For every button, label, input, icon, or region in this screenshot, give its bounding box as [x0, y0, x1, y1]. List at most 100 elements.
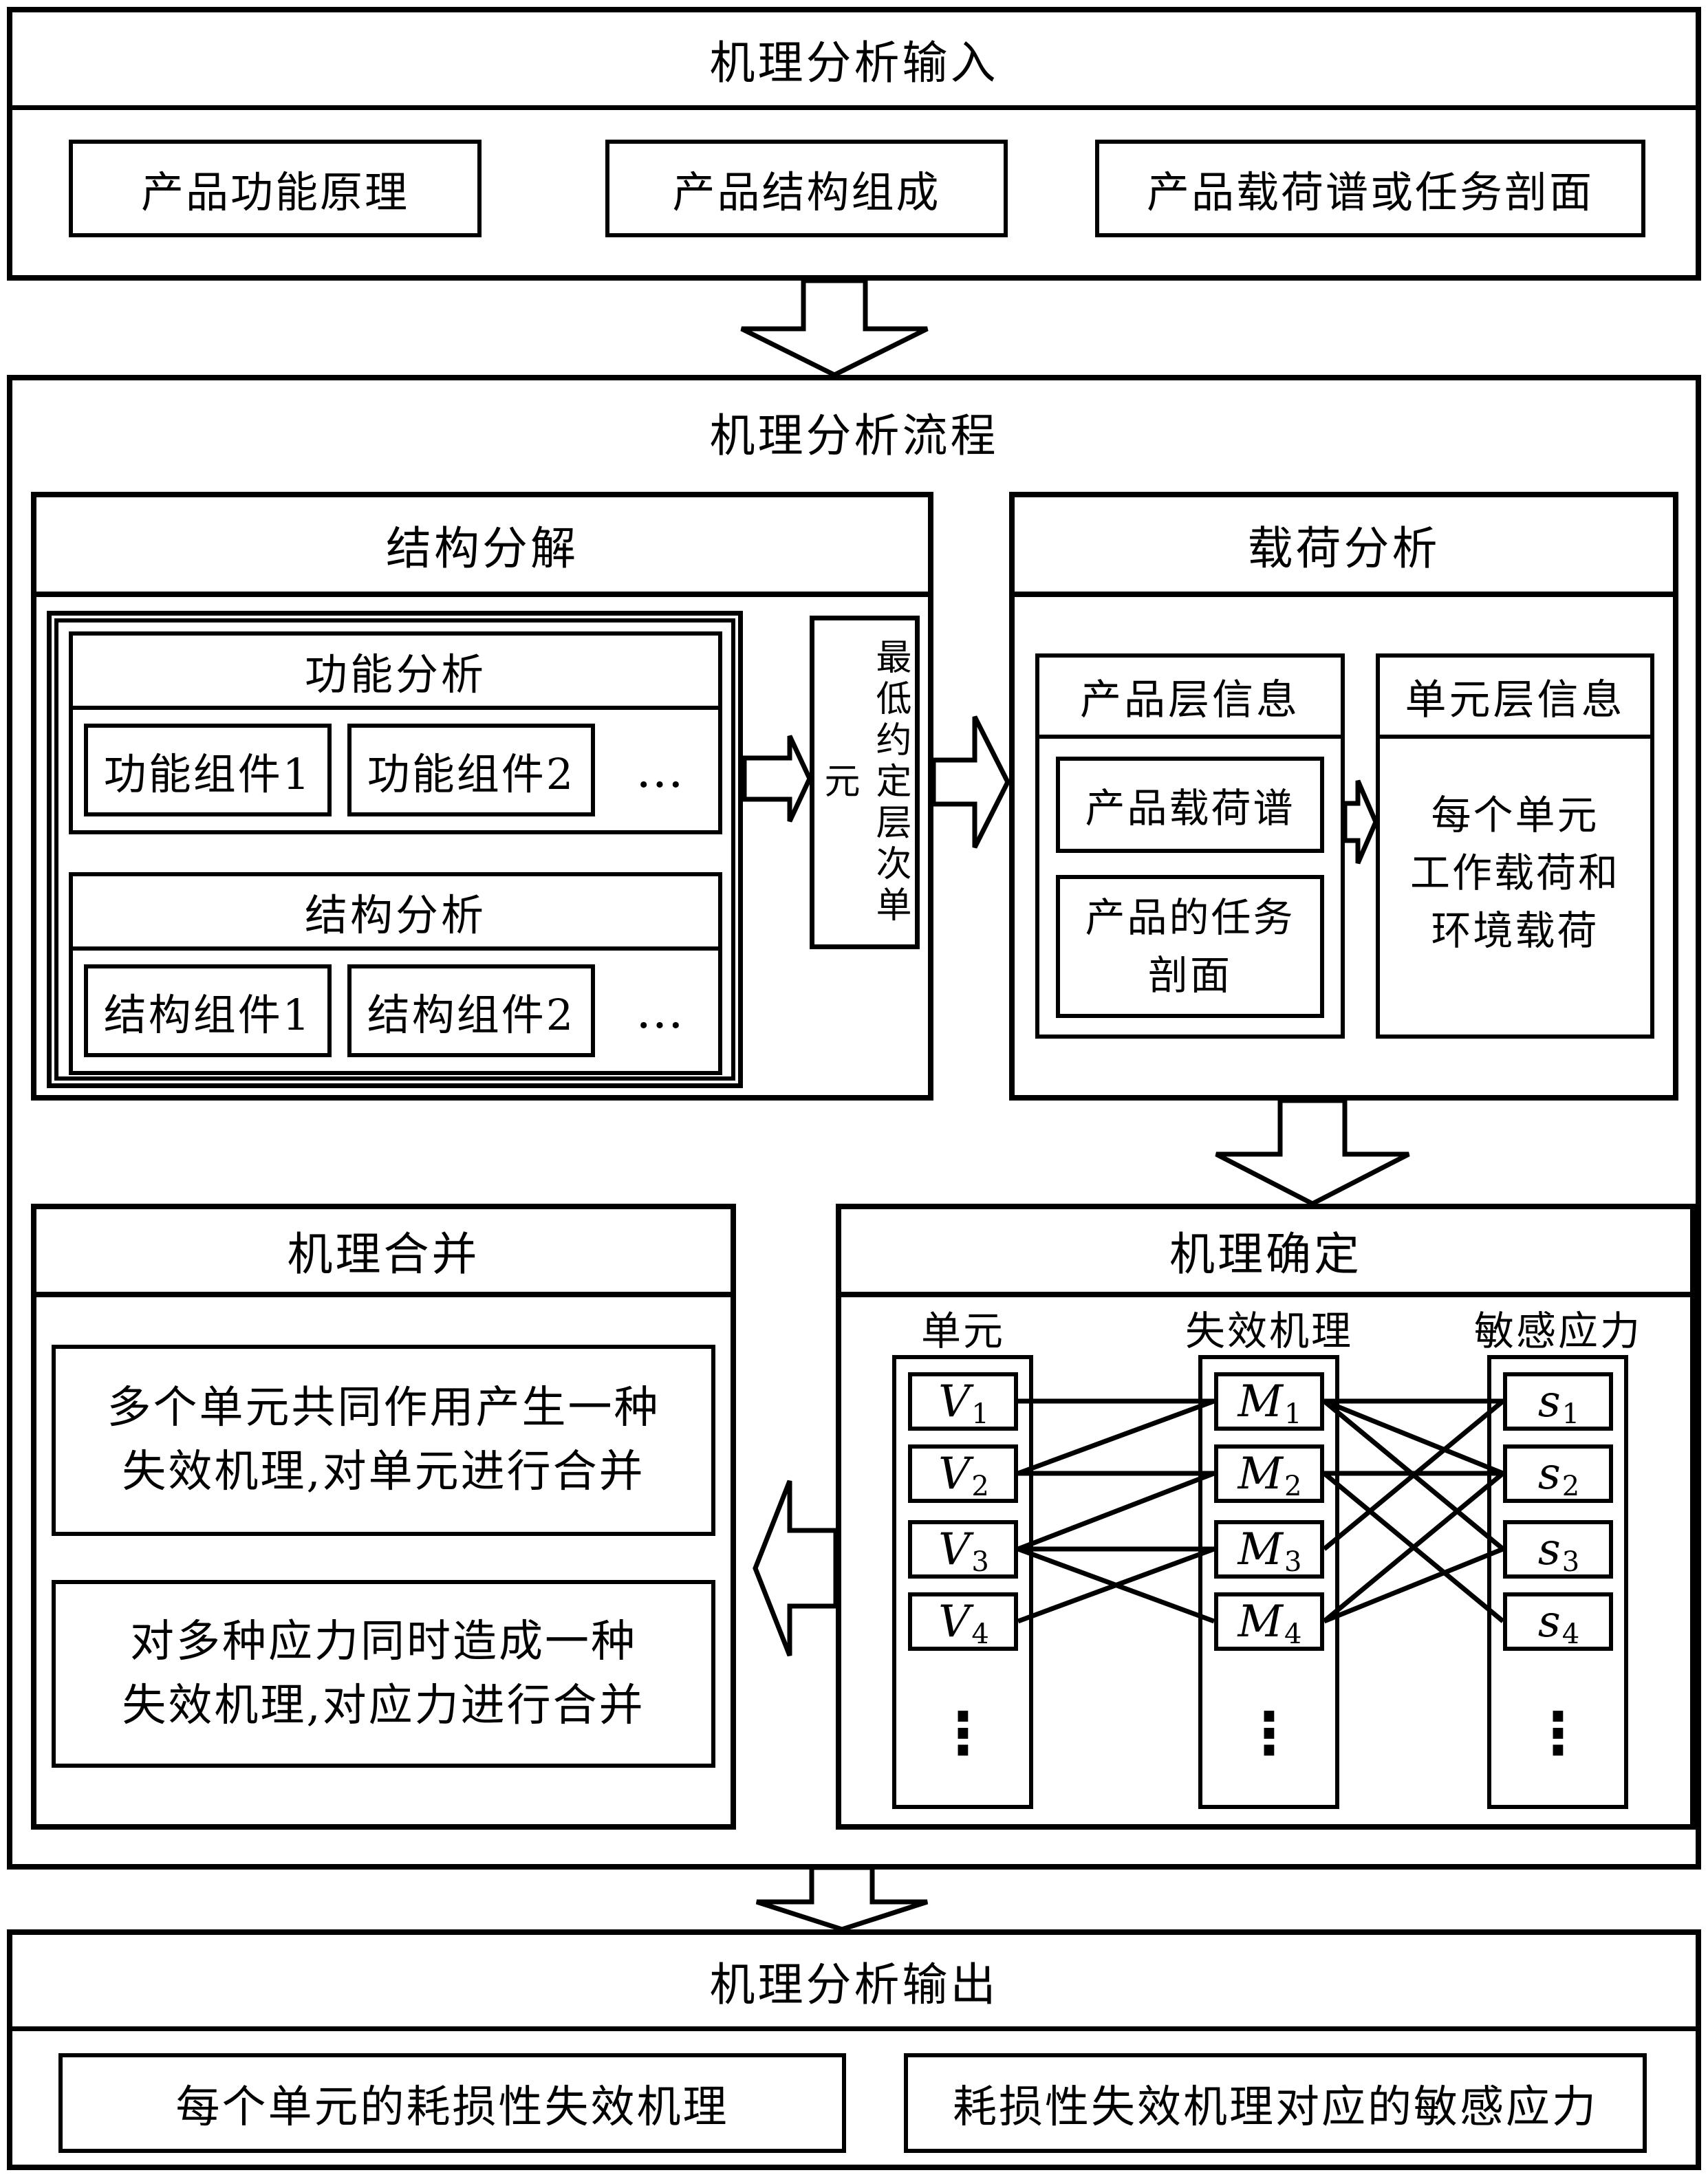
product-mission-profile-box: 产品的任务 剖面 — [1056, 875, 1324, 1018]
arrow-down-process-to-output — [755, 1865, 929, 1932]
process-section-title-text: 机理分析流程 — [709, 409, 999, 462]
arrow-down-input-to-process — [740, 278, 929, 378]
structure-component-2-box: 结构组件2 — [347, 964, 595, 1057]
lowest-agreed-level-unit-text: 最低约定层次单元 — [818, 638, 911, 927]
decomposition-inner-frame — [54, 618, 735, 1081]
unit-node-v3-sub: 3 — [971, 1546, 989, 1578]
function-components-ellipsis: … — [612, 724, 709, 816]
stress-node-s2-sub: 2 — [1561, 1470, 1580, 1502]
product-level-info-title: 产品层信息 — [1039, 658, 1341, 739]
unit-node-v4-symbol: V — [938, 1596, 971, 1647]
structure-analysis-title: 结构分析 — [73, 876, 718, 951]
structure-decomposition-title: 结构分解 — [36, 497, 928, 597]
unit-level-content-line-1: 每个单元 — [1431, 791, 1599, 838]
output-box-sensitive-stresses: 耗损性失效机理对应的敏感应力 — [904, 2053, 1647, 2153]
unit-node-v3-symbol: V — [938, 1524, 971, 1575]
structure-component-1-text: 结构组件1 — [103, 989, 312, 1040]
unit-node-v1-symbol: V — [938, 1376, 971, 1427]
unit-level-info-title: 单元层信息 — [1380, 658, 1650, 739]
stress-node-s3-sub: 3 — [1561, 1546, 1580, 1578]
merging-rule-stresses-text: 对多种应力同时造成一种 失效机理,对应力进行合并 — [122, 1610, 645, 1738]
input-section-title-text: 机理分析输入 — [709, 36, 999, 89]
output-section-title: 机理分析输出 — [12, 1935, 1696, 2031]
structure-component-2-text: 结构组件2 — [367, 989, 576, 1040]
function-component-1-box: 功能组件1 — [84, 724, 332, 816]
mechanism-determination-title-text: 机理确定 — [1169, 1228, 1362, 1281]
mechanism-merging-title-text: 机理合并 — [287, 1228, 480, 1281]
merging-rule-units-line-2: 失效机理,对单元进行合并 — [122, 1447, 645, 1497]
function-component-1-text: 功能组件1 — [103, 748, 312, 799]
input-box-structure-composition-text: 产品结构组成 — [672, 167, 941, 217]
unit-node-v4-sub: 4 — [971, 1618, 989, 1650]
process-section-title: 机理分析流程 — [12, 380, 1696, 484]
column-header-unit-text: 单元 — [920, 1308, 1005, 1354]
stress-node-s1-symbol: s — [1537, 1376, 1561, 1427]
function-component-2-box: 功能组件2 — [347, 724, 595, 816]
stress-node-s4-sub: 4 — [1561, 1618, 1580, 1650]
mechanism-merging-title: 机理合并 — [36, 1209, 731, 1297]
column-header-stress: 敏感应力 — [1448, 1303, 1668, 1354]
input-section-title: 机理分析输入 — [12, 12, 1696, 110]
mechanism-node-m4-symbol: M — [1237, 1596, 1284, 1647]
merging-rule-stresses-line-2: 失效机理,对应力进行合并 — [122, 1680, 645, 1731]
mechanism-column-ellipsis-text: ⋮ — [1240, 1700, 1298, 1767]
merging-rule-units-text: 多个单元共同作用产生一种 失效机理,对单元进行合并 — [107, 1376, 660, 1504]
structure-component-1-box: 结构组件1 — [84, 964, 332, 1057]
column-header-stress-text: 敏感应力 — [1473, 1308, 1642, 1354]
unit-level-content-line-2: 工作载荷和 — [1409, 849, 1620, 896]
mechanism-node-m1-sub: 1 — [1284, 1398, 1302, 1430]
function-component-2-text: 功能组件2 — [367, 748, 576, 799]
mechanism-node-m3-symbol: M — [1237, 1524, 1284, 1575]
input-box-load-spectrum-profile-text: 产品载荷谱或任务剖面 — [1146, 167, 1594, 217]
output-section-title-text: 机理分析输出 — [709, 1958, 999, 2011]
product-mission-profile-line-1: 产品的任务 — [1085, 893, 1295, 941]
merging-rule-units-line-1: 多个单元共同作用产生一种 — [107, 1383, 660, 1434]
product-load-spectrum-text: 产品载荷谱 — [1085, 785, 1295, 832]
structure-components-ellipsis: … — [612, 964, 709, 1057]
output-box-wearout-mechanisms-text: 每个单元的耗损性失效机理 — [175, 2081, 729, 2133]
lowest-agreed-level-unit-box: 最低约定层次单元 — [810, 616, 920, 949]
input-box-load-spectrum-profile: 产品载荷谱或任务剖面 — [1095, 140, 1645, 237]
mechanism-node-m2-symbol: M — [1237, 1448, 1284, 1499]
column-header-mechanism: 失效机理 — [1159, 1303, 1379, 1354]
unit-level-content-line-3: 环境载荷 — [1431, 907, 1599, 955]
mechanism-node-m3-sub: 3 — [1284, 1546, 1302, 1578]
load-analysis-title-text: 载荷分析 — [1247, 521, 1440, 575]
merging-rule-stresses-box: 对多种应力同时造成一种 失效机理,对应力进行合并 — [52, 1580, 715, 1768]
stress-node-s2-symbol: s — [1537, 1448, 1561, 1499]
mechanism-determination-title: 机理确定 — [841, 1209, 1690, 1297]
unit-level-info-panel: 单元层信息 每个单元 工作载荷和 环境载荷 — [1376, 653, 1654, 1039]
stress-column-container — [1487, 1355, 1628, 1809]
input-box-function-principle-text: 产品功能原理 — [140, 167, 409, 217]
structure-analysis-title-text: 结构分析 — [304, 890, 486, 940]
unit-node-v2-symbol: V — [938, 1448, 971, 1499]
unit-node-v1-sub: 1 — [971, 1398, 989, 1430]
mechanism-node-m4-sub: 4 — [1284, 1618, 1302, 1650]
stress-node-s4-symbol: s — [1537, 1596, 1561, 1647]
column-header-unit: 单元 — [894, 1303, 1032, 1354]
structure-components-ellipsis-text: … — [636, 982, 685, 1039]
product-mission-profile-line-2: 剖面 — [1147, 952, 1232, 999]
stress-node-s3-symbol: s — [1537, 1524, 1561, 1575]
input-box-structure-composition: 产品结构组成 — [605, 140, 1008, 237]
function-analysis-title: 功能分析 — [73, 636, 718, 710]
function-components-ellipsis-text: … — [636, 741, 685, 799]
merging-rule-stresses-line-1: 对多种应力同时造成一种 — [130, 1616, 637, 1667]
unit-column-ellipsis-text: ⋮ — [934, 1700, 992, 1767]
structure-decomposition-title-text: 结构分解 — [386, 521, 579, 575]
mechanism-column-ellipsis: ⋮ — [1240, 1700, 1298, 1767]
output-box-wearout-mechanisms: 每个单元的耗损性失效机理 — [58, 2053, 846, 2153]
mechanism-node-m1-symbol: M — [1237, 1376, 1284, 1427]
